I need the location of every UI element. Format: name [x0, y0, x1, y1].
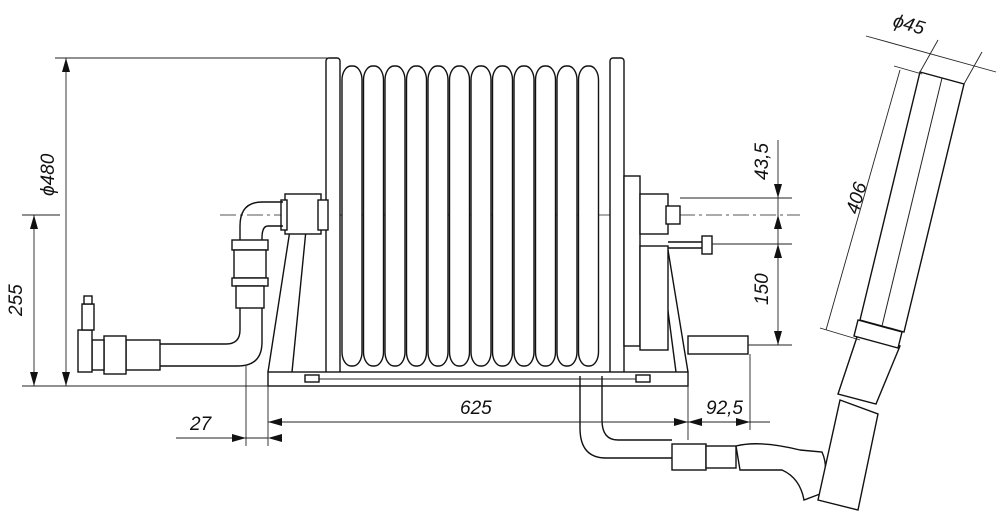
base-frame [267, 229, 689, 387]
right-hub [623, 175, 641, 347]
label-hose-diameter: ϕ45 [891, 11, 928, 40]
hose-coil [556, 65, 578, 367]
coupling-ring-top [231, 239, 269, 251]
dimension-lines [22, 35, 997, 446]
arrow-625-left [268, 418, 282, 426]
gun-hose-fitting [671, 443, 707, 471]
arrow-255-top [30, 215, 38, 229]
label-base-length: 625 [460, 398, 492, 419]
hose-coils [341, 65, 600, 367]
arrow-drum-bottom [62, 372, 70, 386]
arrow-925-right [736, 418, 750, 426]
gun-hose-nut [705, 445, 737, 469]
base-foot-right [635, 374, 651, 383]
label-base-offset-right: 92,5 [706, 398, 743, 419]
label-nozzle-length: 406 [843, 180, 872, 217]
outlet-pipe-inner [601, 376, 672, 441]
coupling-ring-bottom [231, 277, 269, 287]
hose-coil [470, 65, 492, 367]
dim-line-45 [865, 35, 997, 73]
left-stand [267, 229, 300, 373]
fitting-nut [103, 335, 127, 375]
hose-coil [341, 65, 363, 367]
arrow-925-left [688, 418, 702, 426]
left-bearing-collar [317, 199, 329, 231]
arrow-150-top [774, 244, 782, 258]
arrow-150-bottom [774, 331, 782, 345]
left-bearing-housing [284, 193, 322, 235]
hose-coil [534, 65, 557, 367]
arrow-27-b [268, 434, 282, 442]
drum [325, 57, 625, 377]
hose-coil [513, 65, 535, 367]
right-bearing-housing [639, 193, 669, 235]
hose-coil [577, 65, 600, 367]
hose-coil [427, 65, 449, 367]
ext-line-45-a [919, 39, 939, 73]
gun-grip [735, 443, 827, 501]
arrow-27-a [232, 434, 246, 442]
hose-coil [384, 65, 406, 367]
hose-coil [491, 65, 514, 367]
ext-line-406-top [893, 65, 923, 75]
valve-handle [81, 303, 95, 331]
arrow-625-right [674, 418, 688, 426]
label-crank-offset: 150 [752, 273, 773, 305]
ext-line-45-b [963, 51, 983, 85]
arrow-drum-top [62, 58, 70, 72]
gun-body [817, 399, 879, 511]
inlet-assembly [77, 193, 329, 375]
label-inlet-height: 255 [6, 284, 27, 317]
arrow-435-bottom [774, 215, 782, 229]
outlet-pipe-outer [579, 376, 672, 459]
ball-valve [77, 329, 93, 373]
hose-coil [362, 65, 385, 367]
label-drum-diameter: ϕ480 [38, 153, 59, 196]
hose-coil [448, 65, 471, 367]
arrow-435-top [774, 184, 782, 198]
coupling-body [233, 249, 267, 279]
base-foot-left [304, 374, 320, 383]
label-offset-top: 43,5 [752, 143, 773, 180]
spray-gun-assembly [579, 71, 965, 511]
valve-handle-tip [83, 295, 93, 305]
dim-line-406 [825, 69, 901, 331]
crank-assembly [623, 175, 749, 355]
crank-handle [687, 335, 749, 355]
coupling-nut [235, 285, 265, 309]
left-bearing-cap [280, 199, 288, 231]
valve-body [91, 339, 105, 371]
dimension-labels: ϕ45 406 ϕ480 255 43,5 150 27 625 92,5 [6, 11, 927, 435]
crank-shaft-nut [701, 235, 713, 255]
hose-coil [405, 65, 428, 367]
ext-line-406-bottom [819, 327, 861, 341]
arrow-255-bottom [30, 372, 38, 386]
lance-center-line [881, 77, 943, 327]
right-flange [609, 57, 625, 377]
right-stand [667, 249, 689, 373]
hose-fitting [125, 339, 161, 371]
gearbox [639, 245, 669, 351]
label-base-offset-left: 27 [189, 414, 213, 435]
axle-end [665, 205, 681, 225]
left-stand-inner [291, 229, 307, 373]
